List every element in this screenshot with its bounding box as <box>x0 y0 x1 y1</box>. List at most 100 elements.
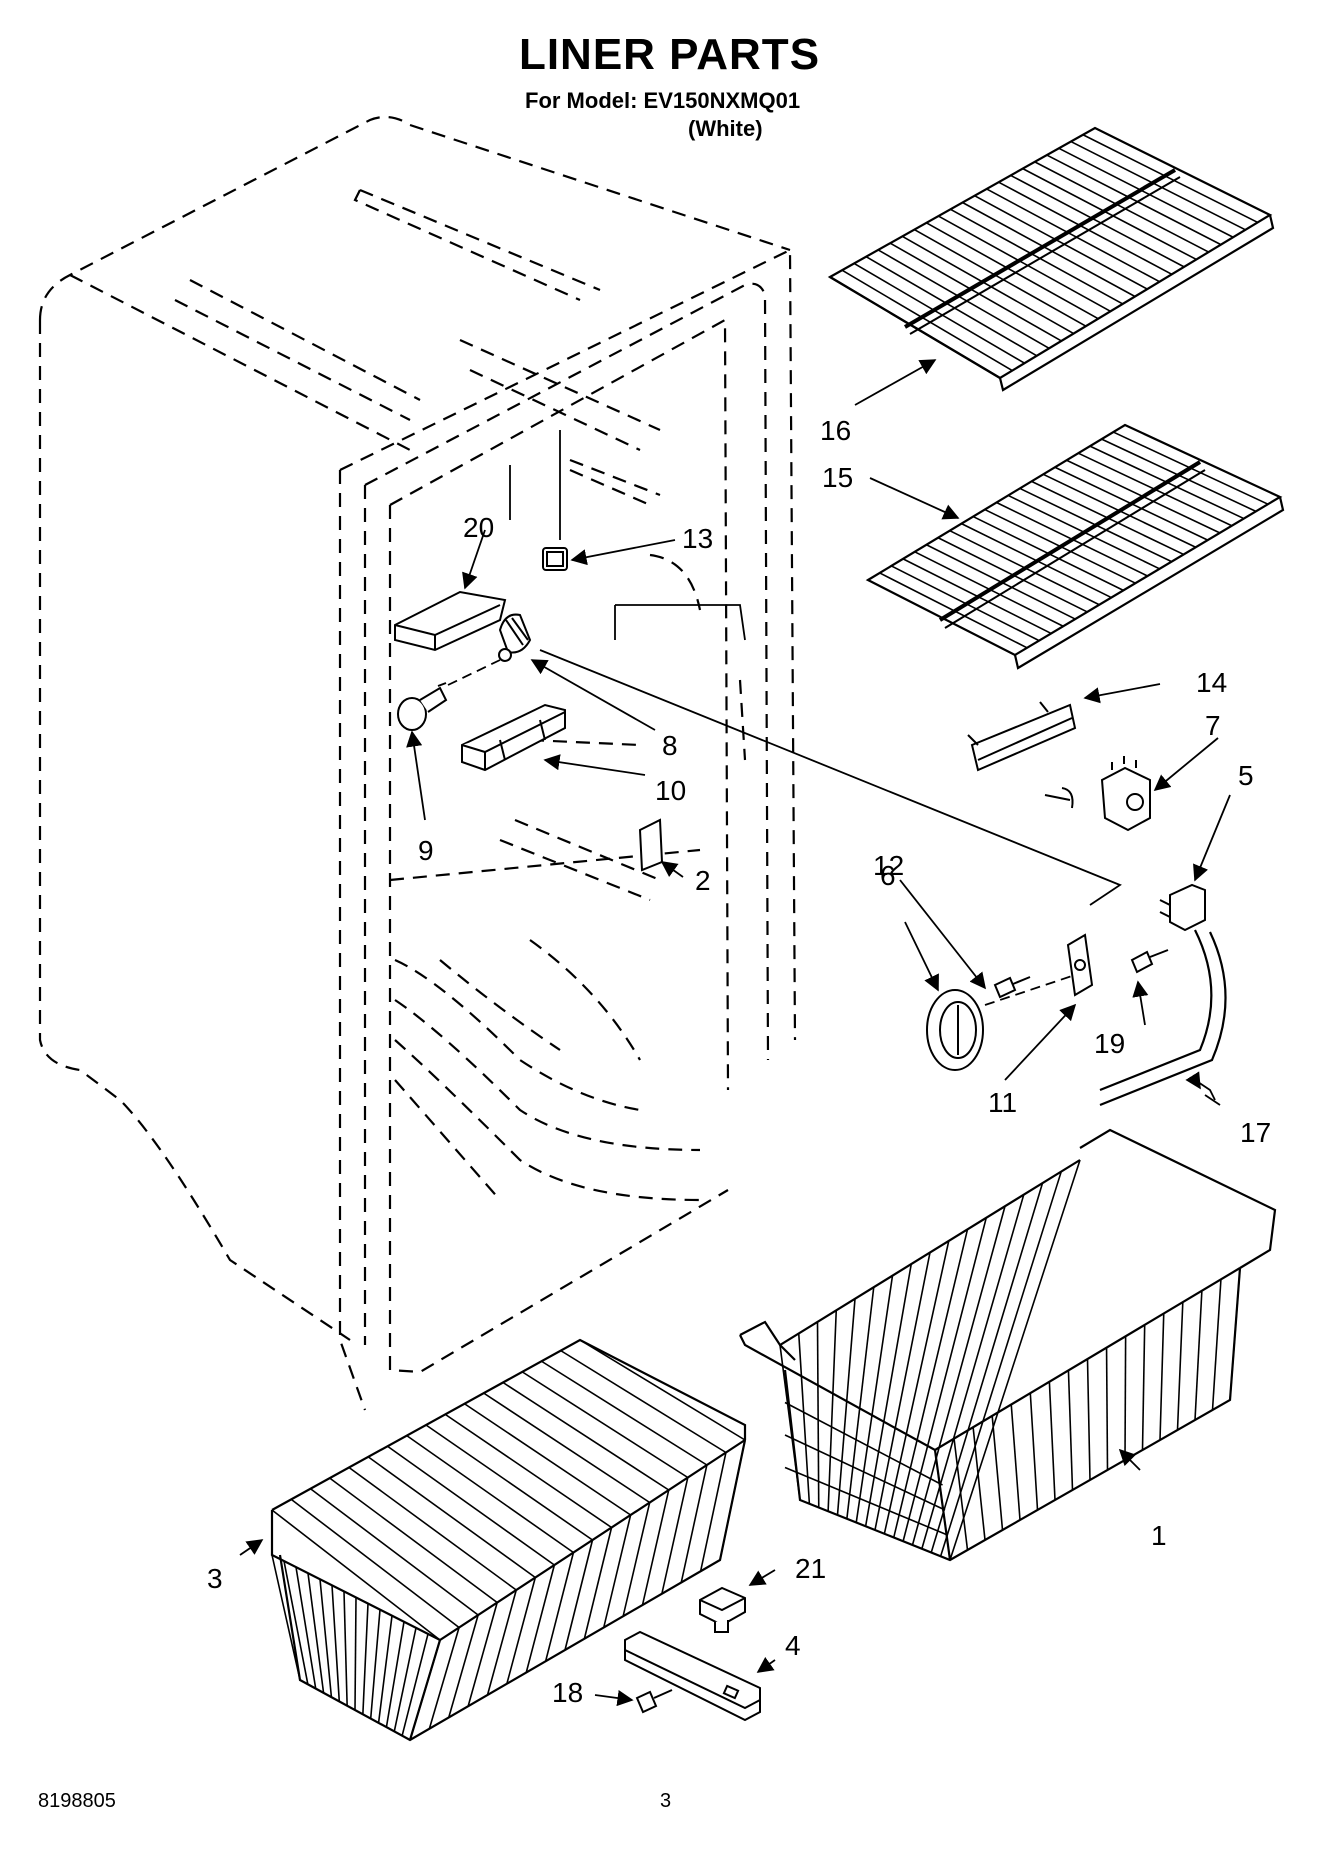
wire-rod <box>996 501 1148 577</box>
model-label: For Model: EV150NXMQ01 <box>525 88 801 113</box>
light-housing-part <box>394 590 507 652</box>
wire-rod <box>991 1415 1004 1531</box>
wire-rod <box>319 1579 333 1698</box>
callout-20: 20 <box>463 512 494 543</box>
wire-rod <box>889 242 1062 342</box>
wire-rod <box>1010 1404 1021 1521</box>
wire-rod <box>874 1252 931 1531</box>
wire-rod <box>283 1560 309 1685</box>
wire-basket-right-rods <box>779 1159 1241 1561</box>
callout-6: 6 <box>880 860 896 891</box>
wire-rod <box>1022 167 1197 261</box>
basket-rail-part <box>624 1630 761 1722</box>
wire-rod <box>1194 1290 1203 1421</box>
wire-rod <box>1070 140 1246 231</box>
wire-rod <box>784 1434 946 1511</box>
wire-rod <box>853 262 1025 364</box>
wire-rod <box>1211 1279 1222 1411</box>
wire-rod <box>699 1452 727 1572</box>
wire-rod <box>1159 1313 1165 1441</box>
wire-rod <box>939 1171 1063 1557</box>
wire-rod <box>864 1263 913 1527</box>
wire-shelf-upper-rods <box>841 134 1259 372</box>
wire-rod <box>1082 134 1259 224</box>
callout-2: 2 <box>695 865 711 896</box>
wire-rod <box>925 222 1099 320</box>
screw-part-12 <box>993 976 1031 999</box>
wire-rod <box>779 1344 801 1501</box>
wire-rod <box>467 1602 498 1707</box>
callout-labels: 1 2 3 4 5 6 7 8 9 10 11 12 13 14 15 16 1… <box>207 415 1271 1708</box>
wire-rod <box>892 1229 969 1538</box>
wire-rod <box>502 1381 670 1491</box>
wire-shelf-lower-rods <box>879 431 1269 649</box>
wire-rod <box>846 1287 875 1519</box>
wire-rod <box>972 515 1124 592</box>
wire-rod <box>911 1206 1006 1546</box>
wire-rod <box>525 1564 556 1673</box>
mounting-plate-part <box>1066 933 1094 997</box>
wire-rod <box>406 1434 574 1554</box>
wire-rod <box>331 1585 341 1702</box>
wire-basket-left-rods <box>271 1339 746 1741</box>
wire-rod <box>883 1240 950 1534</box>
wire-rod <box>661 1477 689 1594</box>
wire-rod <box>998 181 1173 275</box>
wire-rod <box>1029 1393 1039 1511</box>
wire-rod <box>836 1298 856 1516</box>
wire-rod <box>1058 147 1234 238</box>
wire-rod <box>902 1217 988 1542</box>
wire-rod <box>310 1488 479 1616</box>
wire-rod <box>393 1627 417 1732</box>
wire-rod <box>949 1159 1081 1561</box>
shelf-bracket-part <box>967 701 1077 772</box>
wire-rod <box>962 201 1136 298</box>
wire-rod <box>409 1639 441 1741</box>
callout-10: 10 <box>655 775 686 806</box>
callout-18: 18 <box>552 1677 583 1708</box>
control-knob-part <box>926 989 984 1071</box>
wire-rod <box>377 1615 393 1723</box>
callout-14: 14 <box>1196 667 1227 698</box>
rail-screw-part <box>635 1689 673 1714</box>
callout-13: 13 <box>682 523 713 554</box>
wire-rod <box>797 1333 811 1504</box>
wire-rod <box>1042 473 1197 548</box>
wire-rod <box>827 1310 838 1512</box>
wire-rod <box>972 1427 986 1541</box>
wire-rod <box>816 1321 820 1508</box>
wire-rod <box>486 1589 518 1696</box>
callout-4: 4 <box>785 1630 801 1661</box>
wire-rod <box>1101 438 1257 513</box>
wire-rod <box>784 1466 948 1536</box>
wire-rod <box>428 1627 460 1729</box>
wire-rod <box>841 269 1013 372</box>
wire-rod <box>1105 1347 1109 1471</box>
wire-rod <box>902 558 1052 635</box>
wire-rod <box>1031 480 1184 556</box>
wire-rod <box>362 1603 369 1715</box>
wire-rod <box>1112 431 1269 505</box>
wire-rod <box>1089 445 1245 520</box>
wire-rod <box>855 1275 894 1523</box>
heater-wire-part <box>1099 929 1227 1107</box>
wire-rod <box>1007 494 1160 570</box>
wire-rod <box>879 572 1028 649</box>
wire-rod <box>930 1182 1044 1553</box>
wire-rod <box>1010 174 1185 268</box>
wire-rod <box>1066 459 1221 534</box>
wire-rod <box>891 565 1040 642</box>
wire-rod <box>1048 1381 1056 1501</box>
callout-16: 16 <box>820 415 851 446</box>
callout-17: 17 <box>1240 1117 1271 1148</box>
wire-rod <box>464 1403 632 1516</box>
wire-rod <box>602 1514 632 1628</box>
wire-rod <box>290 1498 460 1629</box>
wire-rod <box>1141 1324 1146 1451</box>
wire-rod <box>1124 1336 1127 1461</box>
wire-rod <box>444 1413 613 1529</box>
page-title: LINER PARTS <box>518 30 821 79</box>
wire-rod <box>938 215 1111 313</box>
wire-rod <box>877 249 1050 350</box>
